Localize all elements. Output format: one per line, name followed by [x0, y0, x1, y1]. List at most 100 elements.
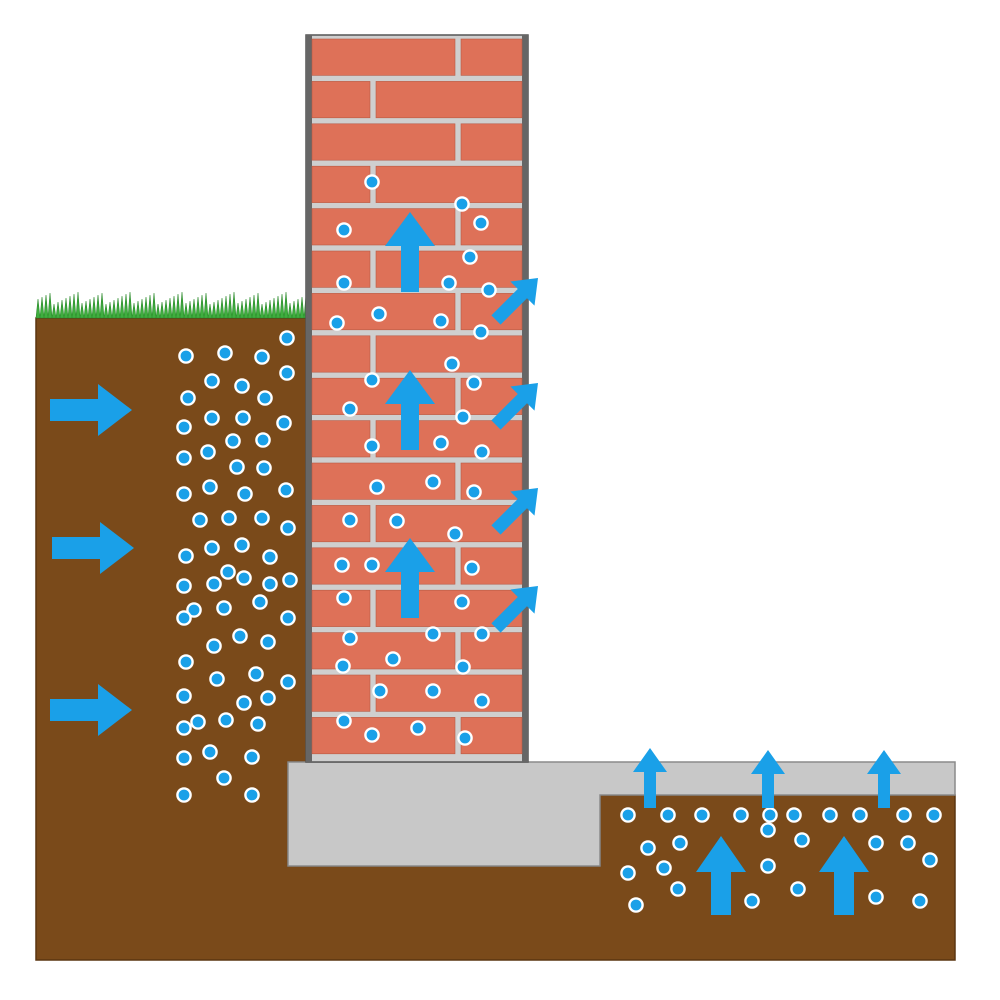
- moisture-drop-icon: [342, 512, 358, 528]
- arrow-up-right-icon: [491, 383, 538, 430]
- moisture-drop-icon: [660, 807, 676, 823]
- brick: [311, 123, 456, 161]
- moisture-drop-icon: [474, 626, 490, 642]
- moisture-drop-icon: [220, 564, 236, 580]
- moisture-drop-icon: [176, 688, 192, 704]
- moisture-drop-icon: [244, 749, 260, 765]
- moisture-drop-icon: [473, 215, 489, 231]
- moisture-drop-icon: [236, 695, 252, 711]
- brick: [460, 632, 523, 670]
- brick: [375, 674, 523, 712]
- moisture-drop-icon: [762, 807, 778, 823]
- arrow-up-icon: [751, 750, 785, 808]
- moisture-drop-icon: [204, 540, 220, 556]
- moisture-drop-icon: [336, 590, 352, 606]
- moisture-drop-icon: [364, 727, 380, 743]
- moisture-drop-icon: [276, 415, 292, 431]
- moisture-drop-icon: [852, 807, 868, 823]
- moisture-drop-icon: [232, 628, 248, 644]
- brick: [460, 38, 523, 76]
- moisture-drop-icon: [389, 513, 405, 529]
- moisture-drop-icon: [176, 419, 192, 435]
- moisture-drop-icon: [786, 807, 802, 823]
- moisture-drop-icon: [235, 410, 251, 426]
- moisture-drop-icon: [733, 807, 749, 823]
- moisture-drop-icon: [620, 865, 636, 881]
- moisture-drop-icon: [364, 174, 380, 190]
- moisture-drop-icon: [822, 807, 838, 823]
- moisture-drop-icon: [790, 881, 806, 897]
- moisture-drop-icon: [656, 860, 672, 876]
- moisture-drop-icon: [262, 576, 278, 592]
- moisture-drop-icon: [447, 526, 463, 542]
- moisture-drop-icon: [244, 787, 260, 803]
- moisture-drop-icon: [192, 512, 208, 528]
- moisture-drop-icon: [280, 610, 296, 626]
- moisture-drop-icon: [466, 484, 482, 500]
- moisture-drop-icon: [209, 671, 225, 687]
- moisture-drop-icon: [206, 576, 222, 592]
- moisture-drop-icon: [200, 444, 216, 460]
- brick: [460, 208, 523, 246]
- moisture-drop-icon: [433, 435, 449, 451]
- moisture-arrows: [50, 212, 901, 915]
- moisture-drop-icon: [254, 349, 270, 365]
- moisture-drop-icon: [176, 720, 192, 736]
- moisture-drop-icon: [252, 594, 268, 610]
- moisture-drop-icon: [206, 638, 222, 654]
- moisture-drop-icon: [334, 557, 350, 573]
- moisture-drop-icon: [481, 282, 497, 298]
- moisture-drop-icon: [217, 345, 233, 361]
- brick: [375, 81, 523, 119]
- brick: [311, 674, 371, 712]
- moisture-drop-icon: [279, 330, 295, 346]
- brick: [311, 420, 371, 458]
- moisture-drop-icon: [371, 306, 387, 322]
- concrete-slab-shape: [287, 761, 956, 867]
- moisture-drop-icon: [694, 807, 710, 823]
- brick: [311, 547, 456, 585]
- arrow-up-right-icon: [491, 488, 538, 535]
- moisture-drop-icon: [474, 444, 490, 460]
- moisture-drop-icon: [204, 410, 220, 426]
- arrow-up-right-icon: [491, 278, 538, 325]
- moisture-drop-icon: [342, 401, 358, 417]
- brick: [311, 335, 371, 373]
- moisture-drop-icon: [474, 693, 490, 709]
- moisture-drop-icon: [329, 315, 345, 331]
- moisture-drop-icon: [262, 549, 278, 565]
- moisture-drop-icon: [760, 822, 776, 838]
- moisture-drop-icon: [628, 897, 644, 913]
- arrow-up-icon: [867, 750, 901, 808]
- brick: [311, 81, 371, 119]
- moisture-drop-icon: [282, 572, 298, 588]
- brick: [311, 165, 371, 203]
- moisture-drop-icon: [900, 835, 916, 851]
- moisture-drop-icon: [868, 889, 884, 905]
- grass-strip: [35, 291, 309, 319]
- moisture-drop-icon: [670, 881, 686, 897]
- moisture-drop-icon: [896, 807, 912, 823]
- moisture-drop-icon: [234, 378, 250, 394]
- moisture-drop-icon: [868, 835, 884, 851]
- moisture-drop-icon: [760, 858, 776, 874]
- moisture-drops: [176, 174, 942, 913]
- brick: [311, 208, 456, 246]
- moisture-drop-icon: [342, 630, 358, 646]
- moisture-drop-icon: [364, 438, 380, 454]
- moisture-drop-icon: [202, 479, 218, 495]
- moisture-drop-icon: [176, 450, 192, 466]
- moisture-drop-icon: [190, 714, 206, 730]
- moisture-drop-icon: [178, 348, 194, 364]
- moisture-drop-icon: [237, 486, 253, 502]
- moisture-drop-icon: [455, 409, 471, 425]
- moisture-drop-icon: [425, 626, 441, 642]
- moisture-drop-icon: [279, 365, 295, 381]
- moisture-drop-icon: [336, 222, 352, 238]
- moisture-drop-icon: [464, 560, 480, 576]
- moisture-drop-icon: [794, 832, 810, 848]
- arrow-up-right-icon: [491, 586, 538, 633]
- moisture-drop-icon: [278, 482, 294, 498]
- moisture-drop-icon: [410, 720, 426, 736]
